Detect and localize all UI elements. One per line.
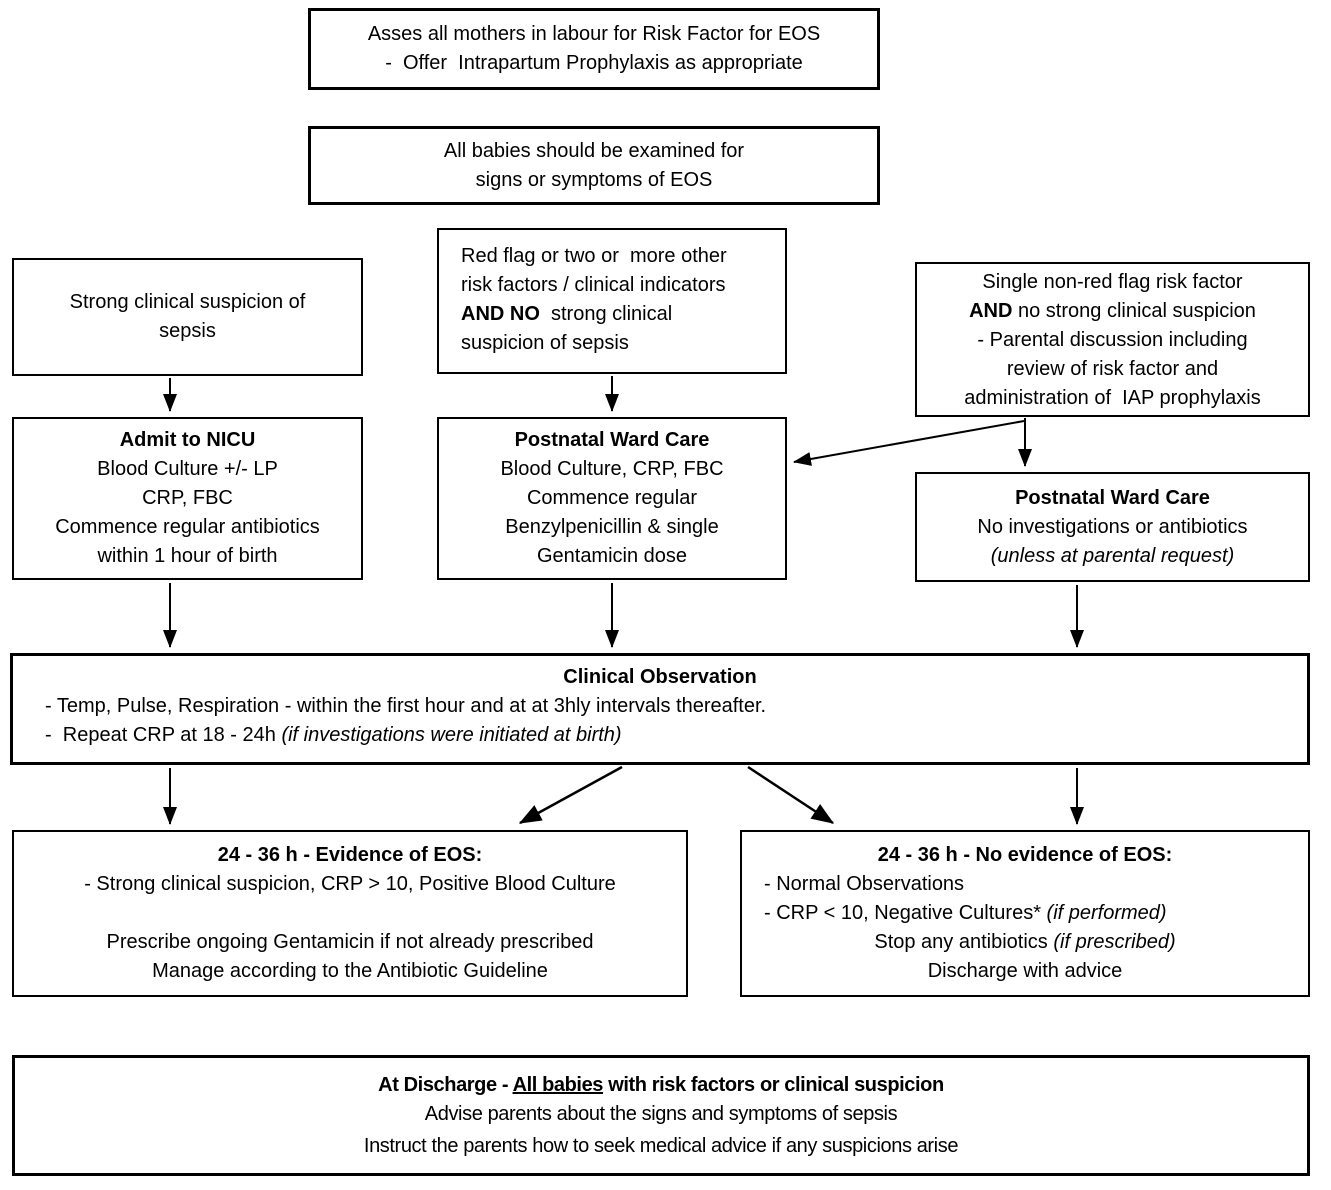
red-flag-line-2: risk factors / clinical indicators	[461, 274, 726, 296]
examine-line-2: signs or symptoms of EOS	[475, 168, 713, 191]
box-postnatal-ward-care-investigate: Postnatal Ward Care Blood Culture, CRP, …	[437, 417, 787, 580]
box-at-discharge: At Discharge - All babies with risk fact…	[12, 1055, 1310, 1176]
no-evidence-line-4-plain: Stop any antibiotics	[874, 931, 1054, 953]
arrow-single-risk-to-postnatal-investigate	[793, 420, 1025, 466]
clinical-observation-line-2: - Temp, Pulse, Respiration - within the …	[45, 695, 767, 717]
single-risk-line-3: - Parental discussion including	[977, 329, 1248, 351]
pwc-investigate-line-4: Benzylpenicillin & single	[505, 516, 719, 538]
no-evidence-line-3-italic: (if performed)	[1046, 902, 1167, 924]
no-evidence-line-2: - Normal Observations	[764, 873, 965, 895]
red-flag-line-1: Red flag or two or more other	[461, 245, 727, 267]
box-single-non-red-flag: Single non-red flag risk factor AND no s…	[915, 262, 1310, 417]
pwc-investigate-line-2: Blood Culture, CRP, FBC	[500, 458, 724, 480]
arrow-clinical-observation-to-no-evidence-diagonal	[747, 765, 835, 825]
examine-line-1: All babies should be examined for	[443, 139, 745, 162]
box-assess-mothers: Asses all mothers in labour for Risk Fac…	[308, 8, 880, 90]
box-no-evidence-of-eos: 24 - 36 h - No evidence of EOS: - Normal…	[740, 830, 1310, 997]
discharge-line-2: Advise parents about the signs and sympt…	[424, 1102, 898, 1125]
box-clinical-observation: Clinical Observation - Temp, Pulse, Resp…	[10, 653, 1310, 765]
discharge-title-all-babies: All babies	[512, 1073, 604, 1096]
strong-suspicion-line-1: Strong clinical suspicion of	[69, 291, 306, 313]
box-postnatal-ward-care-observe: Postnatal Ward Care No investigations or…	[915, 472, 1310, 582]
red-flag-line-4: suspicion of sepsis	[461, 332, 629, 354]
evidence-line-3: Prescribe ongoing Gentamicin if not alre…	[106, 931, 594, 953]
no-evidence-title: 24 - 36 h - No evidence of EOS:	[877, 844, 1173, 866]
discharge-title: At Discharge - All babies with risk fact…	[15, 1071, 1307, 1100]
no-evidence-line-4: Stop any antibiotics (if prescribed)	[742, 928, 1308, 957]
single-risk-line-2: AND no strong clinical suspicion	[917, 297, 1308, 326]
pwc-observe-line-3: (unless at parental request)	[990, 544, 1235, 567]
pwc-investigate-line-5: Gentamicin dose	[536, 545, 688, 567]
pwc-observe-title: Postnatal Ward Care	[1015, 486, 1210, 509]
discharge-title-prefix: At Discharge -	[378, 1073, 513, 1096]
box-examine-babies: All babies should be examined for signs …	[308, 126, 880, 205]
strong-suspicion-line-2: sepsis	[159, 320, 216, 342]
no-evidence-line-3: - CRP < 10, Negative Cultures* (if perfo…	[742, 899, 1308, 928]
nicu-title: Admit to NICU	[119, 429, 256, 451]
arrow-clinical-observation-to-evidence-diagonal	[518, 765, 623, 825]
no-evidence-line-4-italic: (if prescribed)	[1053, 931, 1176, 953]
box-admit-to-nicu: Admit to NICU Blood Culture +/- LP CRP, …	[12, 417, 363, 580]
clinical-observation-line-3-italic: (if investigations were initiated at bir…	[281, 724, 622, 746]
box-evidence-of-eos: 24 - 36 h - Evidence of EOS: - Strong cl…	[12, 830, 688, 997]
assess-line-2: - Offer Intrapartum Prophylaxis as appro…	[385, 52, 803, 74]
nicu-line-3: CRP, FBC	[142, 487, 233, 509]
no-evidence-line-3-plain: - CRP < 10, Negative Cultures*	[764, 902, 1047, 924]
pwc-investigate-line-3: Commence regular	[526, 487, 698, 509]
evidence-line-4: Manage according to the Antibiotic Guide…	[152, 960, 548, 982]
single-risk-line-5: administration of IAP prophylaxis	[964, 387, 1261, 409]
red-flag-line-3-rest: strong clinical	[539, 303, 673, 325]
pwc-investigate-title: Postnatal Ward Care	[514, 429, 710, 451]
box-red-flag-risk-factors: Red flag or two or more other risk facto…	[437, 228, 787, 374]
evidence-line-2: - Strong clinical suspicion, CRP > 10, P…	[84, 873, 616, 895]
red-flag-line-3: AND NO strong clinical	[461, 300, 775, 329]
nicu-line-5: within 1 hour of birth	[97, 545, 278, 567]
clinical-observation-title: Clinical Observation	[563, 666, 757, 688]
evidence-spacer	[14, 899, 686, 928]
clinical-observation-line-3-plain: - Repeat CRP at 18 - 24h	[45, 724, 282, 746]
evidence-title: 24 - 36 h - Evidence of EOS:	[217, 844, 483, 866]
discharge-title-suffix: with risk factors or clinical suspicion	[603, 1073, 944, 1096]
single-risk-line-2-rest: no strong clinical suspicion	[1012, 300, 1256, 322]
pwc-observe-line-2: No investigations or antibiotics	[977, 515, 1248, 538]
assess-line-1: Asses all mothers in labour for Risk Fac…	[367, 23, 821, 45]
red-flag-and-no: AND NO	[461, 303, 540, 325]
discharge-line-3: Instruct the parents how to seek medical…	[363, 1134, 959, 1157]
box-strong-clinical-suspicion: Strong clinical suspicion of sepsis	[12, 258, 363, 376]
nicu-line-2: Blood Culture +/- LP	[97, 458, 278, 480]
single-risk-line-4: review of risk factor and	[1006, 358, 1219, 380]
single-risk-and: AND	[969, 300, 1013, 322]
nicu-line-4: Commence regular antibiotics	[55, 516, 320, 538]
no-evidence-line-5: Discharge with advice	[927, 960, 1123, 982]
clinical-observation-line-3: - Repeat CRP at 18 - 24h (if investigati…	[13, 721, 1307, 750]
single-risk-line-1: Single non-red flag risk factor	[982, 271, 1243, 293]
